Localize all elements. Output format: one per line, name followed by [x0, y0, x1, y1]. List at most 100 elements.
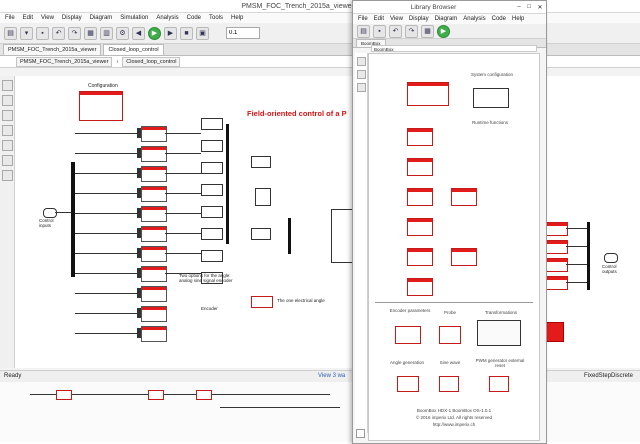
tab-closed-loop[interactable]: Closed_loop_control: [103, 44, 164, 55]
runtime-block[interactable]: [141, 226, 167, 242]
area-icon[interactable]: [2, 170, 13, 181]
runtime-library-block[interactable]: [451, 248, 477, 266]
output-block[interactable]: [201, 272, 223, 284]
probe-library-block[interactable]: [473, 88, 509, 108]
checkbox-icon[interactable]: [356, 429, 365, 438]
red-block[interactable]: [544, 322, 564, 342]
step-back-icon[interactable]: ◀: [132, 26, 145, 40]
lib-menu-help[interactable]: Help: [511, 16, 525, 22]
output-block[interactable]: [201, 140, 223, 152]
new-model-icon[interactable]: ▤: [4, 26, 17, 40]
output-block[interactable]: [201, 184, 223, 196]
runtime-library-block[interactable]: [451, 188, 477, 206]
lib-menu-view[interactable]: View: [390, 16, 403, 22]
settings-icon[interactable]: ⚙: [116, 26, 129, 40]
fit-icon[interactable]: [2, 110, 13, 121]
output-block[interactable]: [201, 162, 223, 174]
tab-viewer[interactable]: PMSM_FOC_Trench_2015a_viewer: [3, 44, 102, 55]
lib-menu-file[interactable]: File: [358, 16, 368, 22]
open-icon[interactable]: ▾: [20, 26, 33, 40]
menu-help[interactable]: Help: [231, 15, 244, 21]
demux-bar[interactable]: [71, 162, 75, 277]
new-model-icon[interactable]: ▤: [357, 24, 370, 38]
small-block[interactable]: [251, 228, 271, 240]
runtime-library-block[interactable]: [407, 158, 433, 176]
runtime-block[interactable]: [141, 166, 167, 182]
encoder-library-block[interactable]: [395, 326, 421, 344]
runtime-block[interactable]: [141, 126, 167, 142]
diagram-canvas[interactable]: Configuration Field-oriented control of …: [15, 76, 355, 368]
run-icon[interactable]: ▶: [437, 24, 450, 38]
mux-bar[interactable]: [226, 124, 229, 244]
sine-library-block[interactable]: [439, 376, 459, 392]
runtime-library-block[interactable]: [407, 128, 433, 146]
library-icon[interactable]: ▦: [421, 24, 434, 38]
control-inputs-port[interactable]: [43, 208, 57, 218]
menu-edit[interactable]: Edit: [22, 15, 34, 21]
runtime-library-block[interactable]: [407, 278, 433, 296]
configuration-block[interactable]: [79, 91, 123, 121]
menu-analysis[interactable]: Analysis: [156, 15, 179, 21]
switch-block[interactable]: [255, 188, 271, 206]
runtime-block[interactable]: [141, 206, 167, 222]
probe-library-block-small[interactable]: [439, 326, 461, 344]
menu-diagram[interactable]: Diagram: [89, 15, 113, 21]
menu-simulation[interactable]: Simulation: [120, 15, 149, 21]
minimize-icon[interactable]: –: [517, 4, 521, 10]
zoom-out-icon[interactable]: [357, 70, 366, 79]
step-forward-icon[interactable]: ▶: [164, 26, 177, 40]
library-browser-icon[interactable]: ▦: [84, 26, 97, 40]
hide-icon[interactable]: [2, 125, 13, 136]
model-explorer-icon[interactable]: ▥: [100, 26, 113, 40]
lib-menu-analysis[interactable]: Analysis: [463, 16, 486, 22]
output-block[interactable]: [544, 276, 568, 290]
redo-icon[interactable]: ↷: [68, 26, 81, 40]
annotation-icon[interactable]: [2, 140, 13, 151]
breadcrumb-root[interactable]: PMSM_FOC_Trench_2015a_viewer: [16, 56, 113, 67]
run-icon[interactable]: ▶: [148, 26, 161, 40]
fit-icon[interactable]: [357, 83, 366, 92]
lib-menu-display[interactable]: Display: [408, 16, 429, 22]
configuration-library-block[interactable]: [407, 82, 449, 106]
redo-icon[interactable]: ↷: [405, 24, 418, 38]
output-mux-bar[interactable]: [587, 222, 590, 290]
diagram-canvas-right[interactable]: Control outputs: [544, 76, 640, 368]
pwm-library-block[interactable]: [489, 376, 509, 392]
tab-boombox[interactable]: BoomBox: [356, 39, 386, 47]
output-block[interactable]: [201, 118, 223, 130]
angle-library-block[interactable]: [397, 376, 419, 392]
angle-block[interactable]: [251, 296, 273, 308]
maximize-icon[interactable]: □: [527, 4, 531, 10]
runtime-block[interactable]: [141, 186, 167, 202]
undo-icon[interactable]: ↶: [389, 24, 402, 38]
runtime-library-block[interactable]: [407, 218, 433, 236]
runtime-block[interactable]: [141, 286, 167, 302]
small-block[interactable]: [251, 156, 271, 168]
output-block[interactable]: [201, 228, 223, 240]
mux-bar-right[interactable]: [288, 218, 291, 254]
undo-icon[interactable]: ↶: [52, 26, 65, 40]
zoom-in-icon[interactable]: [2, 80, 13, 91]
runtime-block[interactable]: [141, 246, 167, 262]
big-subsystem-block[interactable]: [331, 209, 355, 263]
menu-code[interactable]: Code: [186, 15, 201, 21]
breadcrumb-current[interactable]: Closed_loop_control: [122, 56, 181, 67]
lib-menu-code[interactable]: Code: [491, 16, 506, 22]
stop-icon[interactable]: ■: [180, 26, 193, 40]
runtime-library-block[interactable]: [407, 188, 433, 206]
scope-icon[interactable]: ▣: [196, 26, 209, 40]
menu-file[interactable]: File: [5, 15, 15, 21]
menu-display[interactable]: Display: [61, 15, 82, 21]
runtime-block[interactable]: [141, 326, 167, 342]
runtime-block[interactable]: [141, 266, 167, 282]
menu-tools[interactable]: Tools: [209, 15, 224, 21]
zoom-in-icon[interactable]: [357, 57, 366, 66]
output-block[interactable]: [544, 240, 568, 254]
menu-view[interactable]: View: [41, 15, 54, 21]
close-icon[interactable]: ✕: [537, 4, 543, 11]
library-content[interactable]: BoomBox System configuration Runtime fun…: [368, 45, 540, 441]
runtime-library-block[interactable]: [407, 248, 433, 266]
lib-menu-diagram[interactable]: Diagram: [434, 16, 458, 22]
control-outputs-port[interactable]: [604, 253, 618, 263]
save-icon[interactable]: ▪: [373, 24, 386, 38]
